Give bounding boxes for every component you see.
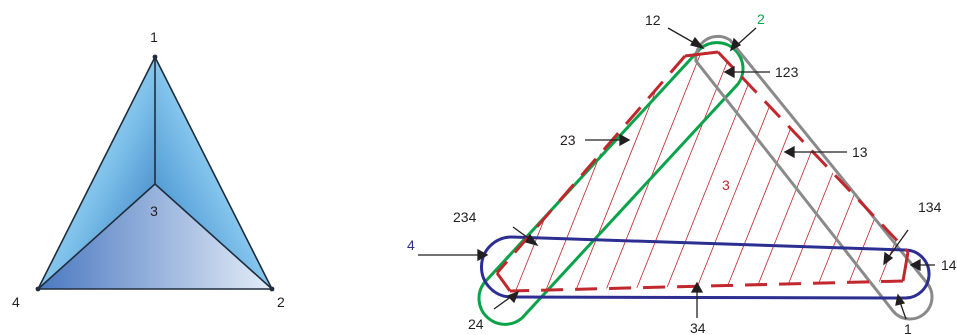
label-2: 2 bbox=[757, 11, 765, 27]
label-134: 134 bbox=[918, 199, 942, 215]
vertex-1-dot bbox=[152, 54, 158, 60]
vertex-label-1: 1 bbox=[150, 29, 158, 45]
label-1: 1 bbox=[904, 321, 912, 335]
red-dashed-boundary bbox=[495, 50, 910, 293]
label-34: 34 bbox=[690, 320, 706, 335]
left-tetrahedron: 1 3 4 2 bbox=[12, 29, 285, 310]
vertex-label-2: 2 bbox=[277, 294, 285, 310]
label-3: 3 bbox=[722, 177, 730, 193]
face-4-3-2 bbox=[38, 184, 272, 289]
green-capsule bbox=[477, 41, 745, 326]
label-234: 234 bbox=[453, 209, 477, 225]
outer-edges bbox=[37, 56, 273, 290]
vertex-label-4: 4 bbox=[12, 294, 20, 310]
label-24: 24 bbox=[468, 316, 484, 332]
arrows bbox=[418, 27, 935, 320]
label-23: 23 bbox=[560, 132, 576, 148]
label-13: 13 bbox=[852, 144, 868, 160]
label-12: 12 bbox=[645, 12, 661, 28]
vertex-4-dot bbox=[35, 286, 41, 292]
edge-3-4 bbox=[37, 183, 156, 290]
label-14: 14 bbox=[941, 257, 957, 273]
hatch-lines bbox=[497, 52, 908, 291]
right-complex: 12 2 123 23 13 3 234 134 4 14 24 34 1 bbox=[407, 11, 957, 335]
vertex-2-dot bbox=[269, 286, 275, 292]
label-123: 123 bbox=[775, 64, 799, 80]
edge-3-2 bbox=[154, 183, 273, 290]
gray-capsule bbox=[694, 34, 934, 321]
vertex-label-3: 3 bbox=[150, 203, 158, 219]
label-4: 4 bbox=[407, 237, 415, 253]
